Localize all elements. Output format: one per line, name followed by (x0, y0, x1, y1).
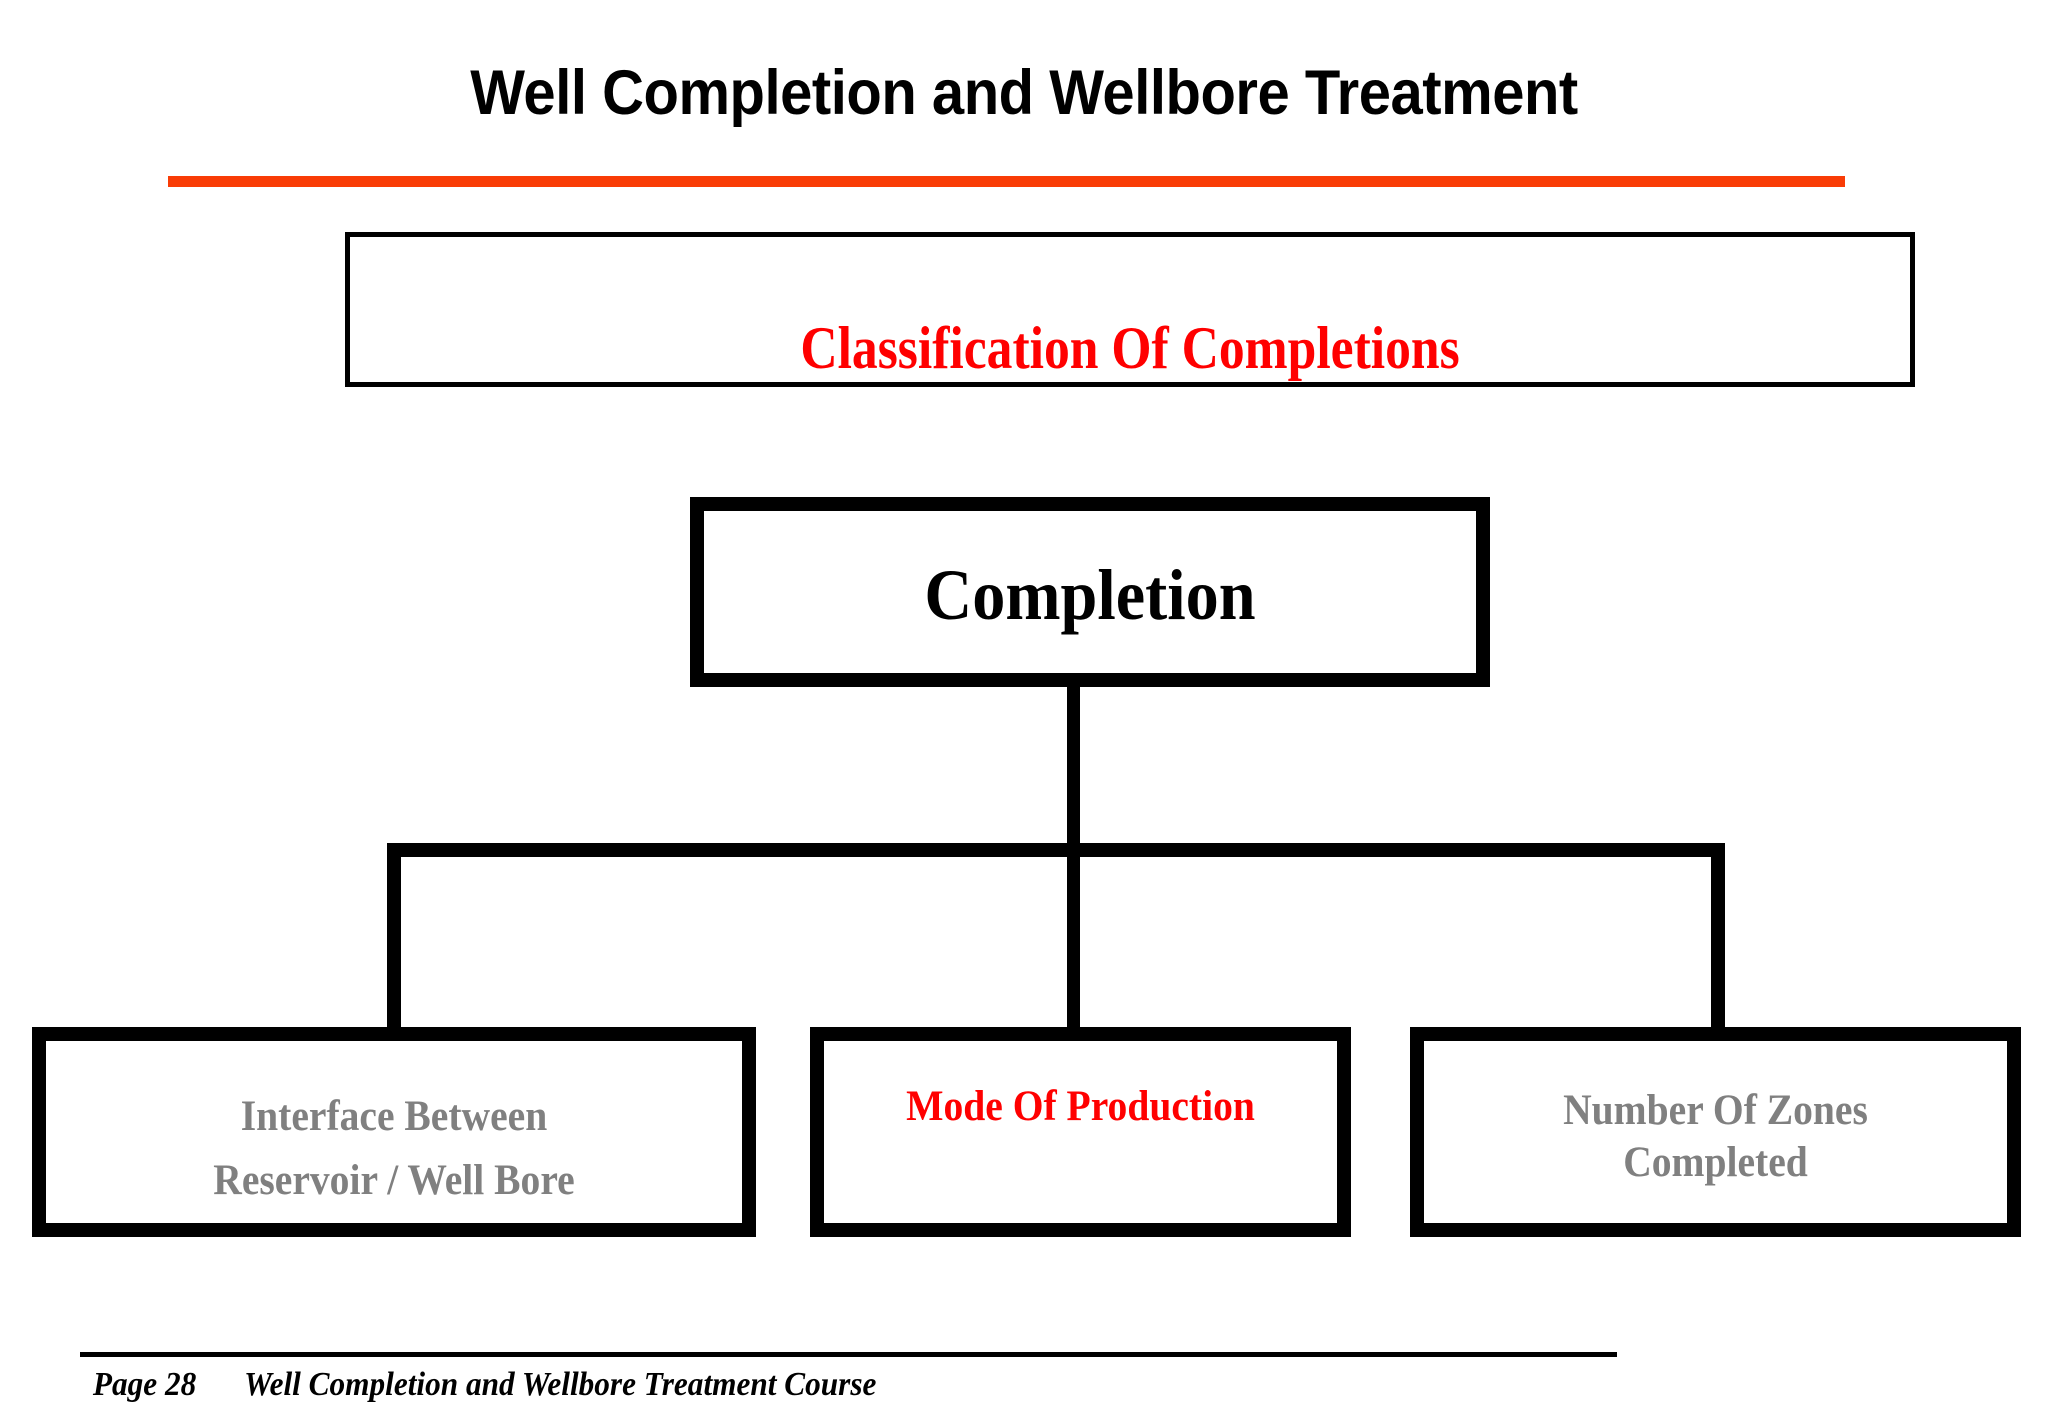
node-interface-label-line1: Interface Between (240, 1093, 548, 1140)
node-completion-label: Completion (924, 555, 1256, 635)
classification-banner-box: Classification Of Completions (345, 232, 1915, 387)
node-completion-box: Completion (690, 497, 1490, 687)
node-mode-of-production-box: Mode Of Production (810, 1027, 1351, 1237)
page-title: Well Completion and Wellbore Treatment (470, 58, 1578, 128)
connector-horizontal-bus (387, 843, 1725, 857)
footer-course-title: Well Completion and Wellbore Treatment C… (244, 1366, 877, 1403)
connector-drop-right (1711, 843, 1725, 1029)
connector-trunk-vertical (1067, 687, 1080, 845)
footer-page-number: Page 28 (92, 1366, 197, 1403)
node-interface-label-line2: Reservoir / Well Bore (213, 1157, 575, 1204)
node-mode-of-production-label: Mode Of Production (906, 1083, 1255, 1130)
node-interface-box: Interface Between Reservoir / Well Bore (32, 1027, 756, 1237)
connector-drop-left (387, 843, 401, 1029)
footer-divider (80, 1352, 1617, 1357)
connector-drop-center (1067, 843, 1080, 1029)
classification-banner-label: Classification Of Completions (800, 315, 1460, 381)
node-number-of-zones-label-line2: Completed (1623, 1139, 1808, 1186)
node-number-of-zones-box: Number Of Zones Completed (1410, 1027, 2021, 1237)
node-number-of-zones-label-line1: Number Of Zones (1563, 1087, 1868, 1134)
title-accent-rule (168, 176, 1845, 187)
footer: Page 28 Well Completion and Wellbore Trea… (80, 1362, 1552, 1408)
